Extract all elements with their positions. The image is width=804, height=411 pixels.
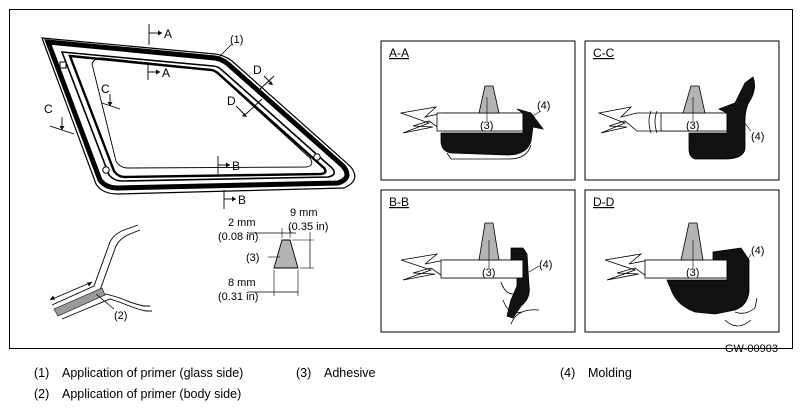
section-b-inner-arrowhead: [226, 162, 230, 168]
section-c-c-adhesive-label: (3): [686, 120, 699, 132]
locating-pin-right: [313, 153, 321, 161]
callout-1-label: (1): [230, 34, 243, 46]
callout-1-leader: [217, 43, 233, 59]
section-a-a-molding: [440, 108, 544, 156]
callout-2-label: (2): [114, 310, 127, 322]
section-d-d-adhesive-label: (3): [686, 267, 699, 279]
section-d-outer-tick: [257, 75, 275, 92]
section-view-c-c: C-C (3) (4): [584, 40, 780, 181]
section-c-c-adhesive: [682, 85, 706, 114]
section-d-inner-tick: [245, 98, 263, 115]
legend-item-1-text: Application of primer (glass side): [62, 366, 244, 380]
section-d-outer-arrowhead: [268, 81, 273, 85]
diagram-canvas: (1) A A C C D D B: [41, 24, 780, 333]
legend-item-3-text: Adhesive: [324, 366, 376, 380]
section-a-a-molding-leader: [530, 110, 542, 118]
bead-dimension-detail: 2 mm (0.08 in) 9 mm (0.35 in) 8 mm (0.31…: [218, 207, 328, 303]
section-c-inner-tick: [101, 102, 121, 110]
body-flange-line-1: [59, 293, 150, 315]
legend-item-1: (1) Application of primer (glass side): [34, 366, 243, 380]
section-d-d-molding: [666, 247, 750, 315]
section-b-b-molding: [506, 247, 530, 319]
molding-outer: [44, 39, 350, 191]
section-a-outer-label: A: [164, 27, 172, 41]
section-b-b-molding-label: (4): [539, 259, 552, 271]
section-c-outer-arrowhead: [59, 126, 65, 130]
locating-pin-left: [102, 166, 110, 174]
height-mm: 9 mm: [290, 207, 318, 219]
section-a-a-border: [380, 40, 576, 181]
legend-item-3: (3) Adhesive: [296, 366, 375, 380]
section-a-a-adhesive: [478, 85, 500, 114]
section-d-d-title: D-D: [593, 195, 615, 209]
window-glass-view: (1) A A C C D D B: [41, 24, 356, 209]
section-a-outer-arrowhead: [158, 30, 162, 36]
figure-id: GW-00903: [725, 343, 778, 355]
section-d-inner-label: D: [227, 94, 236, 108]
section-d-d-adhesive: [680, 222, 704, 261]
section-c-c-break-gap: [648, 110, 658, 134]
top-width-mm: 2 mm: [228, 217, 256, 229]
section-d-inner-arrowhead: [242, 113, 247, 117]
legend-item-2-number: (2): [34, 387, 50, 401]
legend-item-4-text: Molding: [588, 366, 632, 380]
primer-arrowhead-right: [87, 282, 92, 287]
section-view-a-a: A-A (3) (4): [380, 40, 576, 181]
body-panel-line-1: [51, 224, 139, 306]
section-c-c-title: C-C: [593, 46, 615, 60]
section-c-inner-label: C: [101, 82, 110, 96]
section-b-b-title: B-B: [389, 195, 409, 209]
legend-item-2: (2) Application of primer (body side): [34, 387, 241, 401]
legend-item-1-number: (1): [34, 366, 50, 380]
primer-glass-side: [60, 51, 336, 182]
legend-item-3-number: (3): [296, 366, 312, 380]
bead-label: (3): [246, 252, 259, 264]
body-panel-line-2: [55, 229, 141, 311]
body-flange-outline: [41, 37, 356, 195]
section-a-inner-arrowhead: [156, 69, 160, 75]
section-c-c-molding-label: (4): [751, 131, 764, 143]
primer-arrowhead-left: [50, 295, 55, 300]
section-a-inner-label: A: [162, 66, 170, 80]
adhesive-bead-profile: [273, 239, 299, 269]
primer-glass-inner: [68, 54, 327, 179]
diagram-frame: (1) A A C C D D B: [9, 9, 793, 355]
section-b-outer-arrowhead: [232, 196, 236, 202]
section-a-a-title: A-A: [389, 46, 409, 60]
section-c-c-molding: [688, 76, 755, 160]
base-width-mm: 8 mm: [228, 277, 256, 289]
height-in: (0.35 in): [288, 221, 328, 233]
legend-item-2-text: Application of primer (body side): [62, 387, 242, 401]
section-b-b-adhesive-label: (3): [482, 267, 495, 279]
section-b-inner-label: B: [232, 159, 240, 173]
glass-visible-area: [91, 57, 313, 169]
callout-2-leader: [95, 293, 115, 310]
legend-item-4: (4) Molding: [560, 366, 632, 380]
body-flange-line-2: [61, 298, 152, 320]
section-c-inner-arrowhead: [107, 102, 113, 106]
section-d-d-molding-label: (4): [751, 245, 764, 257]
section-a-a-adhesive-label: (3): [480, 120, 493, 132]
section-view-d-d: D-D (3) (4): [584, 189, 780, 333]
section-d-outer-label: D: [253, 63, 262, 77]
locating-pin-top: [59, 61, 67, 69]
section-c-c-molding-leader: [742, 120, 752, 132]
section-d-d-molding-leader: [744, 253, 752, 265]
primer-body-band: [53, 287, 106, 317]
base-width-in: (0.31 in): [218, 291, 258, 303]
legend-item-4-number: (4): [560, 366, 576, 380]
section-b-b-flange: [500, 281, 540, 325]
section-b-b-molding-leader: [528, 265, 540, 273]
section-b-outer-label: B: [238, 193, 246, 207]
body-primer-detail: (2): [49, 224, 152, 322]
section-a-a-molding-label: (4): [537, 100, 550, 112]
section-view-b-b: B-B (3) (4): [380, 189, 576, 333]
section-d-d-flange: [724, 297, 758, 327]
section-c-outer-label: C: [44, 102, 53, 116]
primer-arrow-shaft: [49, 281, 93, 301]
top-width-in: (0.08 in): [218, 231, 258, 243]
section-a-a-flange: [446, 144, 532, 160]
